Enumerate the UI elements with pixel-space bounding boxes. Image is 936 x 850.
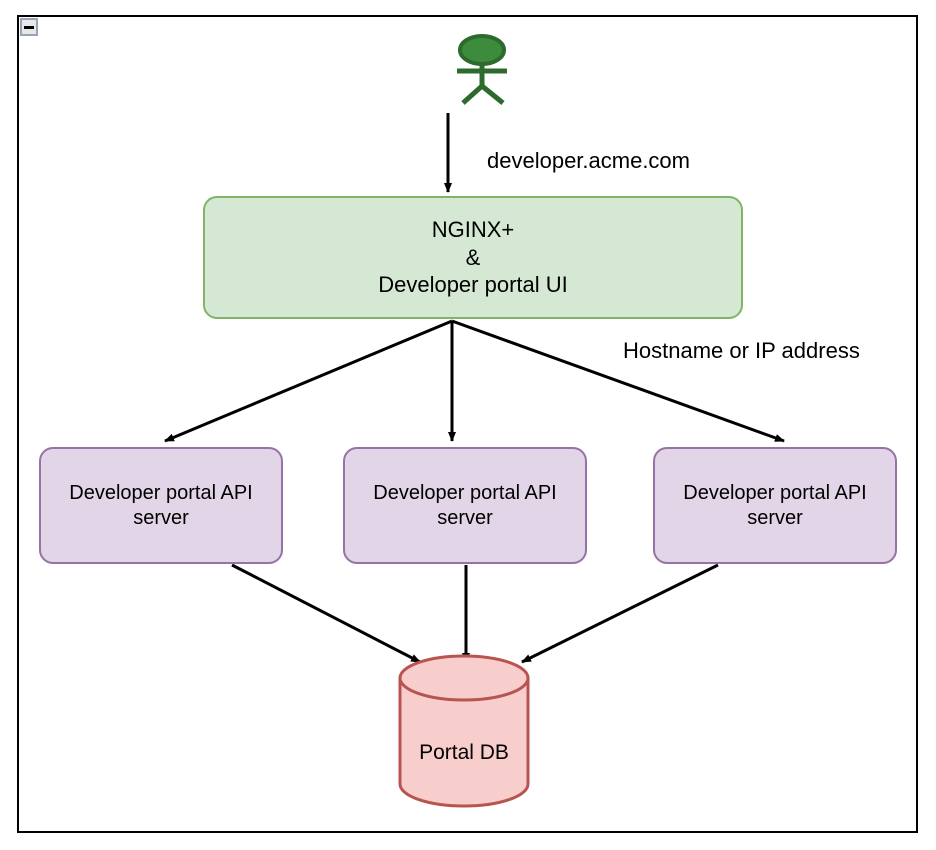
edge-label-hostname: Hostname or IP address	[623, 338, 860, 363]
node-api-server-right[interactable]: Developer portal API server	[653, 447, 897, 564]
minus-bar	[24, 25, 34, 29]
node-api-server-middle[interactable]: Developer portal API server	[343, 447, 587, 564]
node-api-server-left[interactable]: Developer portal API server	[39, 447, 283, 564]
api-left-line-1: Developer portal API	[69, 481, 253, 504]
collapse-minus-icon[interactable]	[20, 18, 38, 36]
api-middle-line-2: server	[437, 506, 493, 529]
database-label: Portal DB	[419, 741, 509, 764]
api-right-line-2: server	[747, 506, 803, 529]
api-middle-line-1: Developer portal API	[373, 481, 557, 504]
edge-label-domain: developer.acme.com	[487, 148, 690, 173]
nginx-line-2: &	[465, 244, 481, 270]
nginx-line-1: NGINX+	[431, 217, 515, 243]
node-nginx-developer-portal-ui[interactable]: NGINX+ & Developer portal UI	[203, 196, 743, 319]
api-left-line-2: server	[133, 506, 189, 529]
nginx-line-3: Developer portal UI	[378, 272, 568, 298]
diagram-frame-border	[17, 15, 918, 833]
api-right-line-1: Developer portal API	[683, 481, 867, 504]
